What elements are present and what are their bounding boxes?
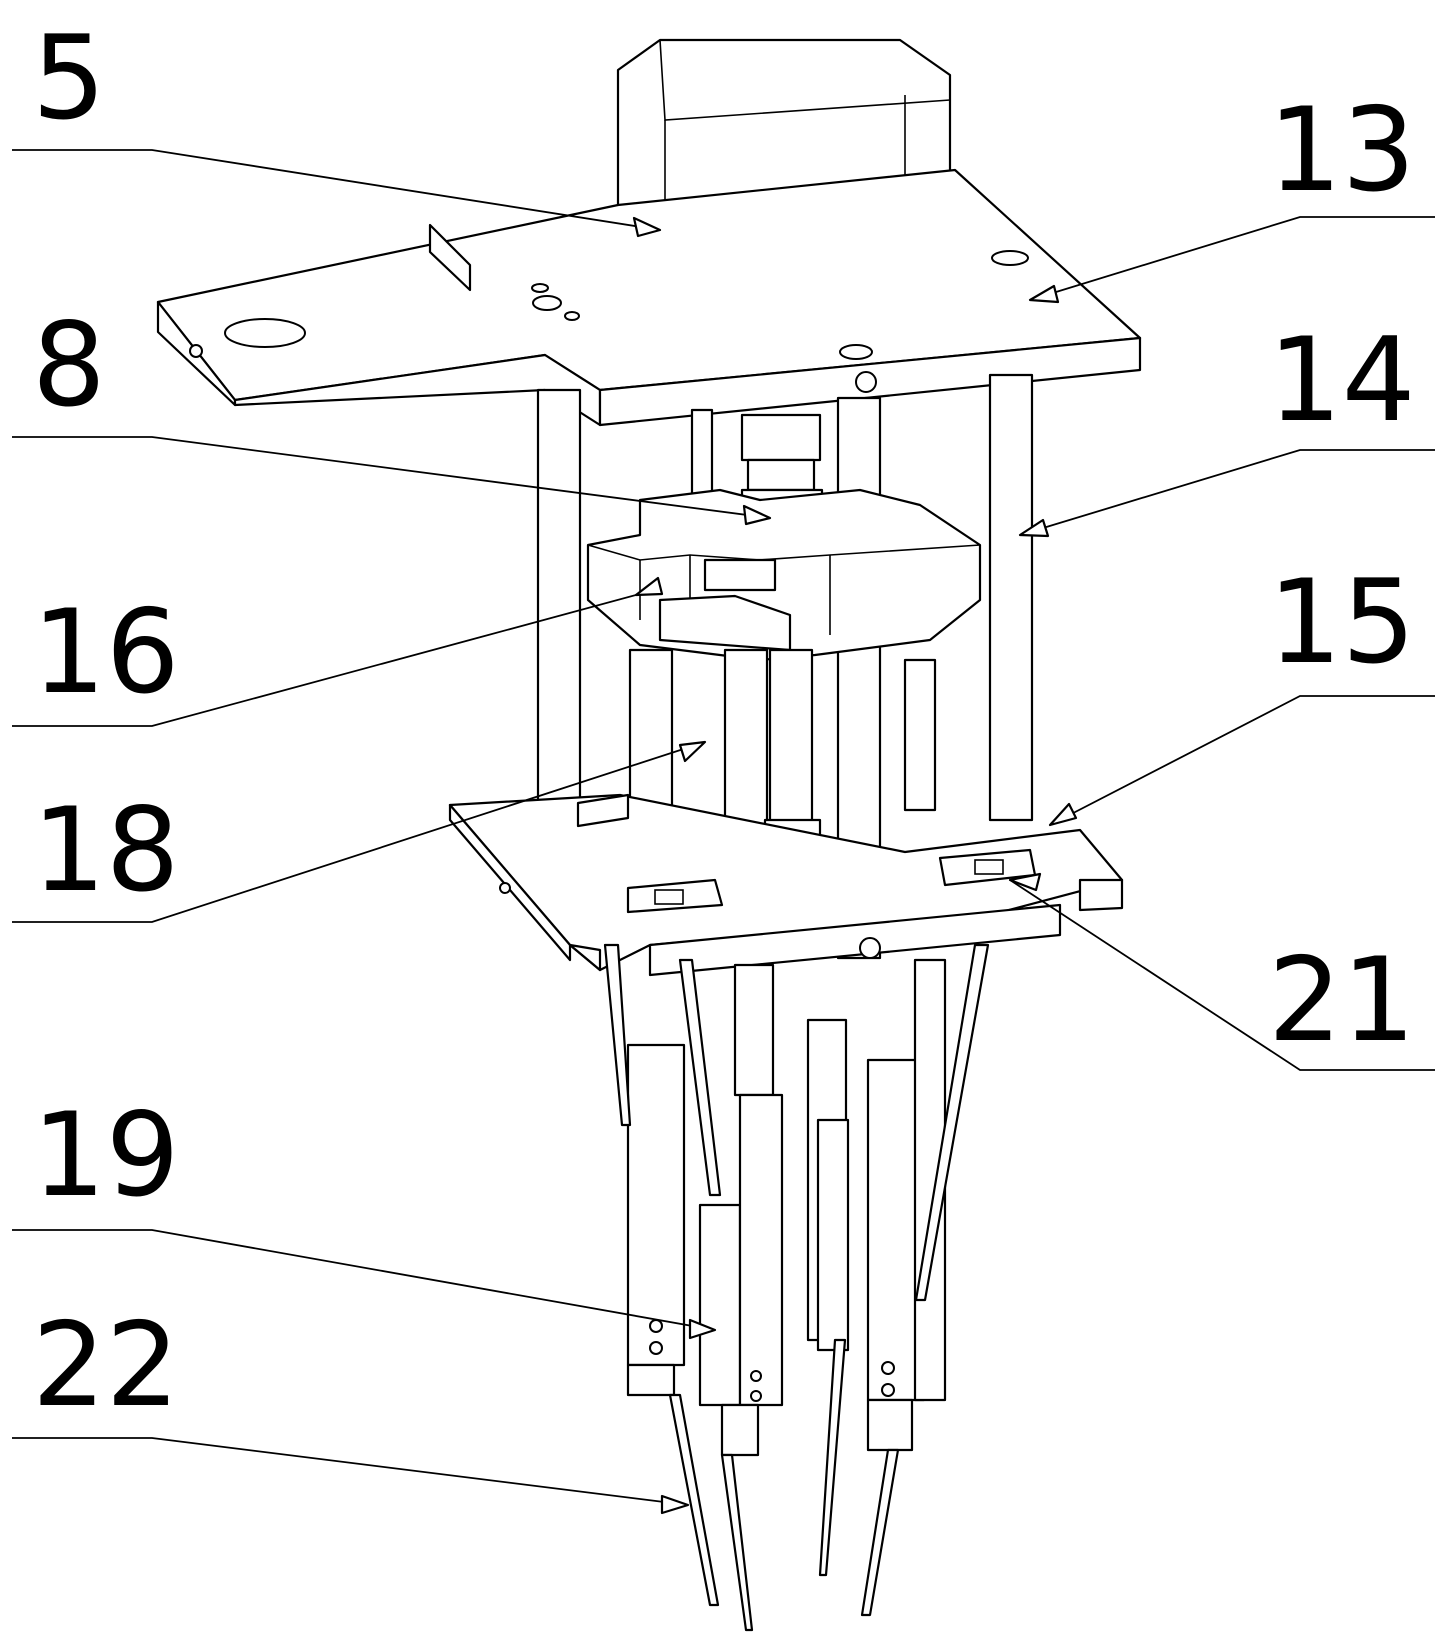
callout-14: 14 [1268, 313, 1416, 448]
gripper-fingers [628, 960, 945, 1455]
cross-carriage [588, 490, 980, 660]
callout-18: 18 [32, 783, 180, 918]
callout-21: 21 [1268, 933, 1416, 1068]
callout-19: 19 [32, 1088, 180, 1223]
callout-8: 8 [32, 298, 106, 433]
callout-22: 22 [32, 1298, 180, 1433]
callout-16: 16 [32, 585, 180, 720]
callout-5: 5 [32, 11, 106, 146]
callout-13: 13 [1268, 83, 1416, 218]
callout-15: 15 [1268, 555, 1416, 690]
